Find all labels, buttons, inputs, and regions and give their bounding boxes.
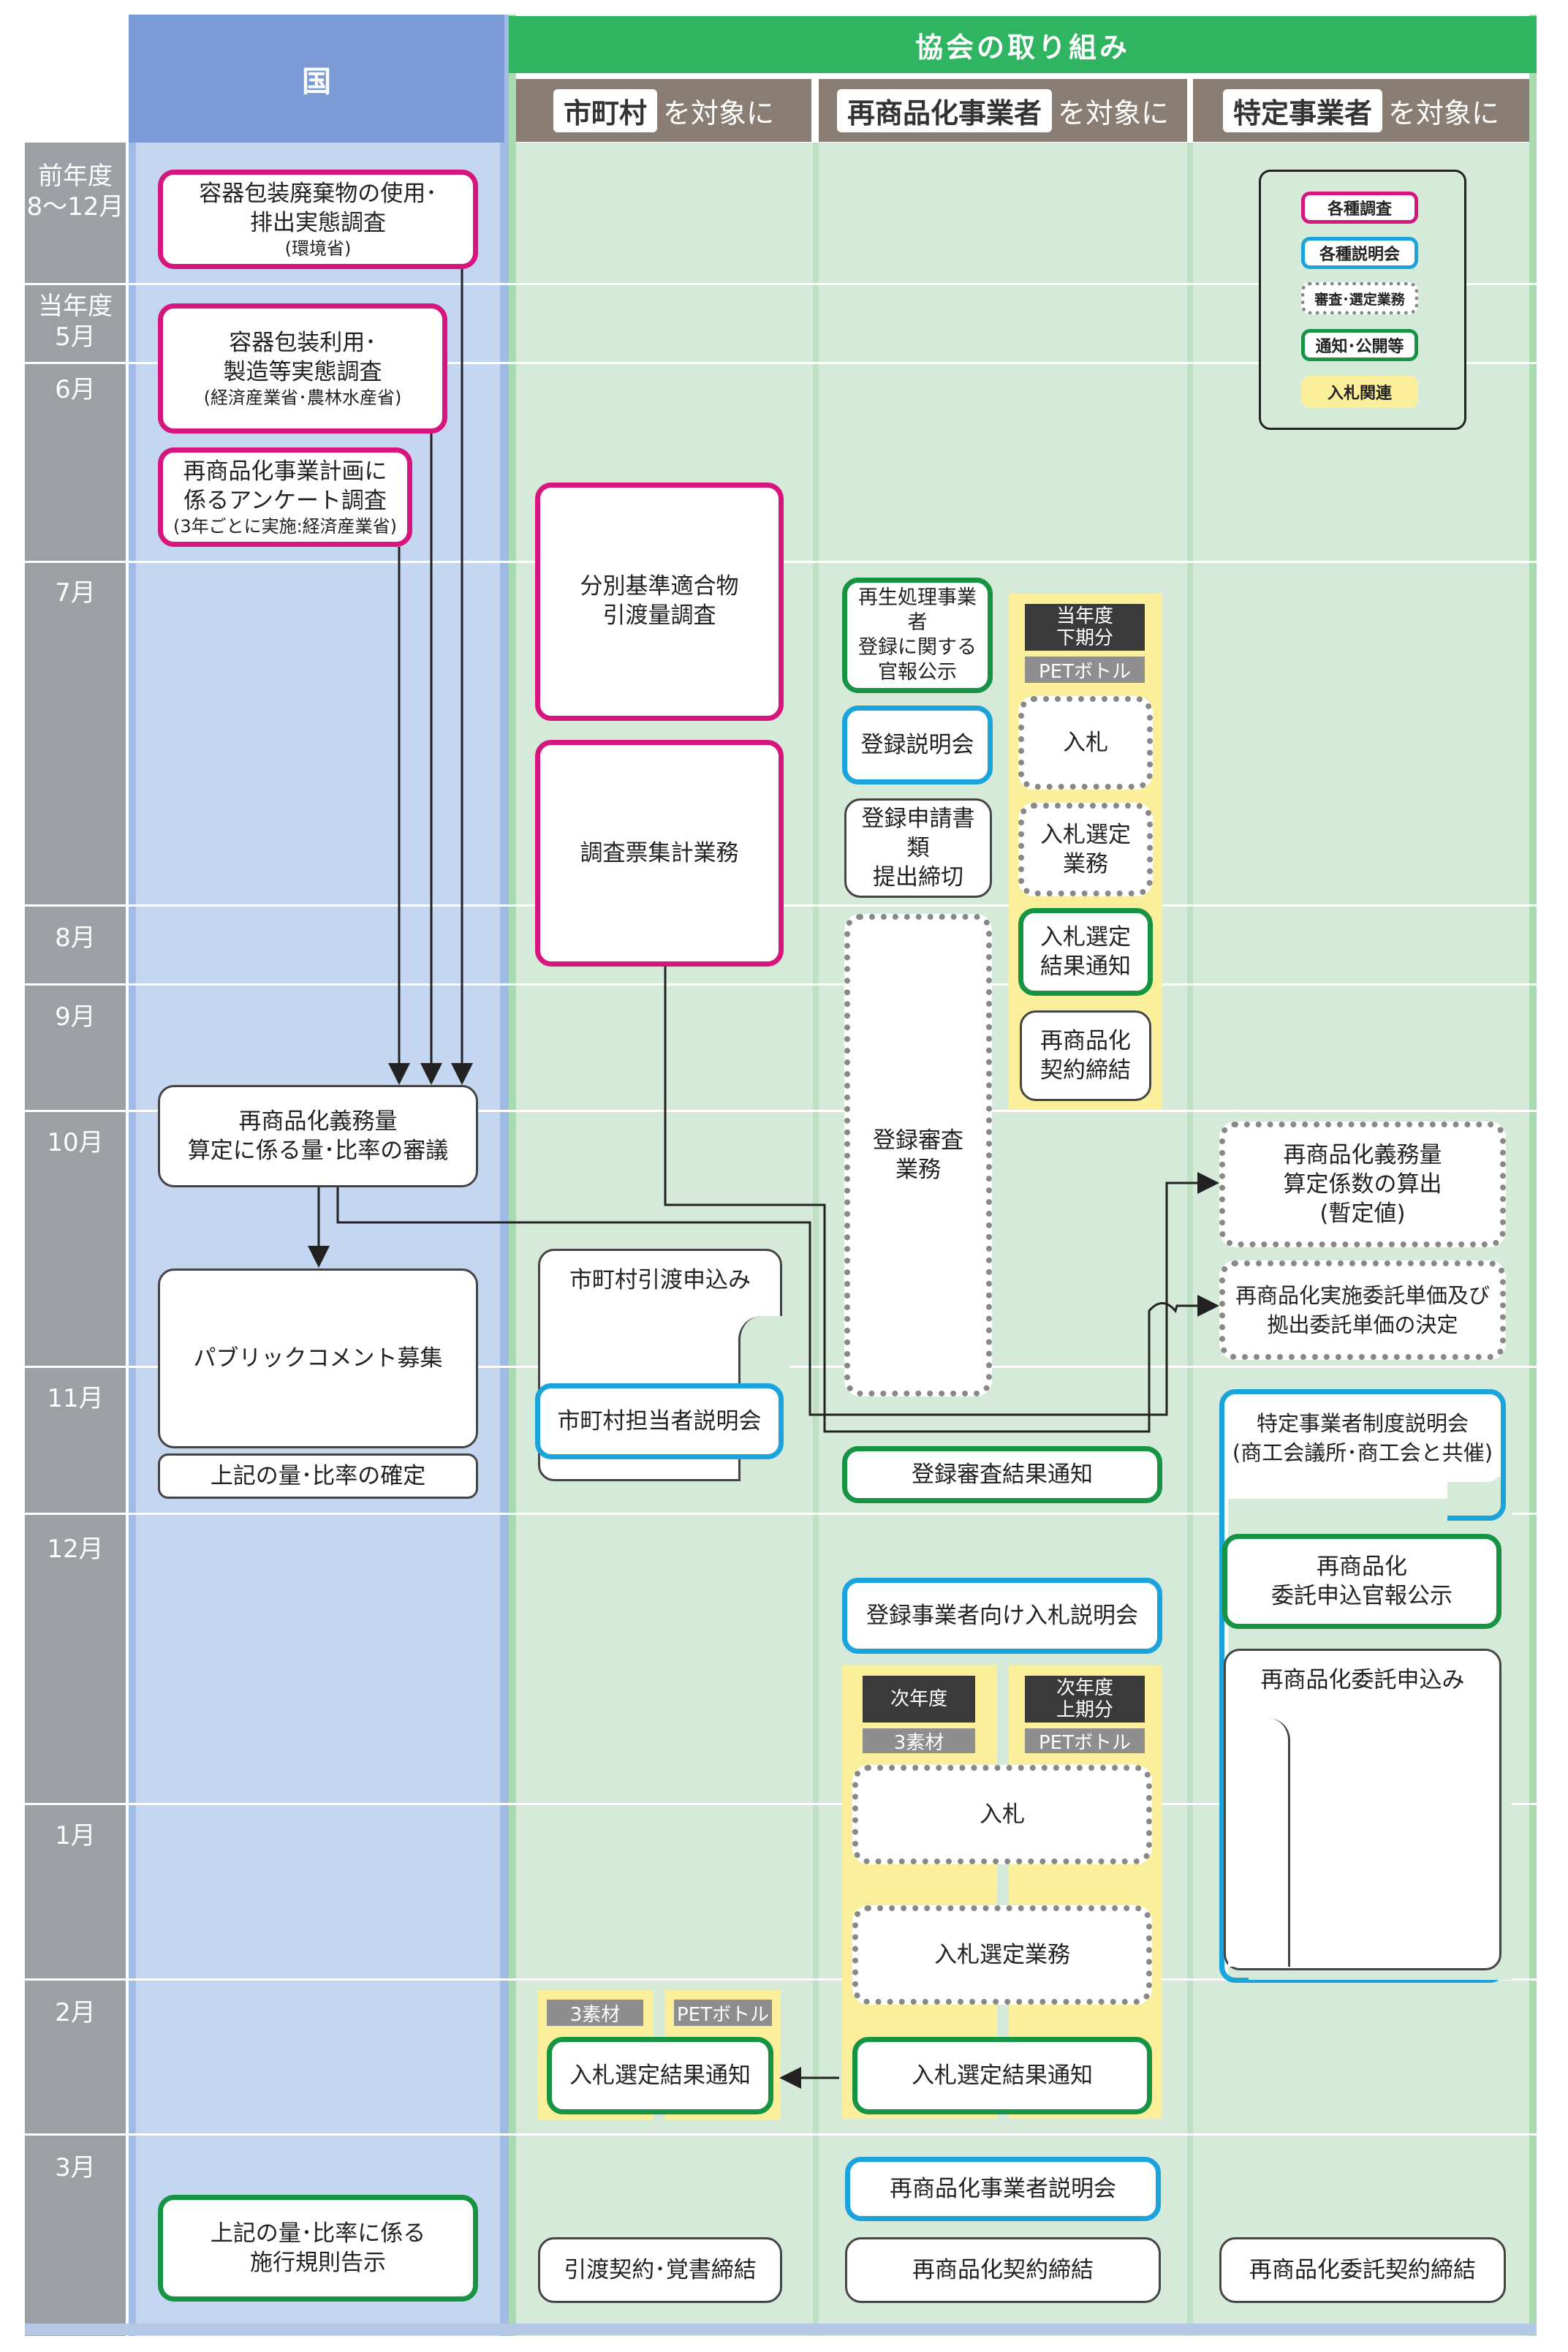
assoc-left-edge bbox=[509, 15, 516, 2336]
month-column-bg bbox=[25, 143, 126, 2336]
specified-bracket-leftline bbox=[1219, 1491, 1249, 1983]
row-separator bbox=[25, 2133, 1537, 2136]
national-left-edge bbox=[129, 15, 136, 2336]
municipal-aggregation: 調査票集計業務 bbox=[535, 740, 784, 967]
subheader-specified: 特定事業者を対象に bbox=[1193, 79, 1529, 142]
legend-bid: 入札関連 bbox=[1301, 376, 1418, 408]
subheader-tag: 再商品化事業者 bbox=[836, 88, 1052, 132]
recycler-bid: 入札 bbox=[1018, 696, 1153, 790]
recycler-next-sub-1: 3素材 bbox=[863, 1728, 975, 1754]
recycler-small-contract: 再商品化 契約締結 bbox=[1020, 1010, 1151, 1101]
month-label: 1月 bbox=[55, 1821, 96, 1850]
subheader-tag: 特定事業者 bbox=[1222, 88, 1382, 132]
legend-notice: 通知･公開等 bbox=[1301, 329, 1418, 361]
legend-survey: 各種調査 bbox=[1301, 192, 1418, 224]
specified-unit-price: 再商品化実施委託単価及び 拠出委託単価の決定 bbox=[1219, 1260, 1506, 1360]
recycler-next-sub-2: PETボトル bbox=[1025, 1728, 1145, 1754]
recycler-next-tag-2: 次年度 上期分 bbox=[1025, 1676, 1145, 1723]
recycler-bid-briefing[interactable]: 登録事業者向け入札説明会 bbox=[842, 1578, 1162, 1654]
national-header-label: 国 bbox=[302, 64, 331, 99]
row-separator bbox=[25, 362, 1537, 364]
municipal-tag-3materials: 3素材 bbox=[547, 2000, 643, 2026]
national-right-edge bbox=[500, 15, 509, 2336]
specified-contract: 再商品化委託契約締結 bbox=[1219, 2237, 1506, 2303]
row-separator bbox=[25, 1803, 1537, 1805]
subheader-suffix: を対象に bbox=[663, 97, 775, 129]
row-separator bbox=[25, 1978, 1537, 1981]
recycler-bid-2: 入札 bbox=[852, 1765, 1152, 1864]
specified-bracket-connector bbox=[1447, 1477, 1506, 1521]
month-label: 8月 bbox=[55, 923, 96, 953]
recycler-deadline: 登録申請書類 提出締切 bbox=[844, 798, 992, 898]
recycler-review: 登録審査 業務 bbox=[844, 914, 992, 1396]
national-survey-plan: 再商品化事業計画に 係るアンケート調査 (3年ごとに実施:経済産業省) bbox=[158, 447, 412, 547]
row-separator bbox=[25, 983, 1537, 986]
subheader-tag: 市町村 bbox=[553, 88, 657, 132]
month-label: 10月 bbox=[47, 1128, 104, 1157]
municipal-bid-result: 入札選定結果通知 bbox=[547, 2037, 773, 2114]
row-separator bbox=[25, 283, 1537, 285]
recycler-current-tag: 当年度 下期分 bbox=[1025, 604, 1145, 651]
national-header: 国 bbox=[129, 15, 504, 143]
subheader-recycler: 再商品化事業者を対象に bbox=[819, 79, 1187, 142]
association-header-label: 協会の取り組み bbox=[914, 31, 1130, 64]
municipal-contract: 引渡契約･覚書締結 bbox=[538, 2237, 782, 2303]
divider-1 bbox=[813, 143, 819, 2336]
national-notice: 上記の量･比率に係る 施行規則告示 bbox=[158, 2195, 478, 2302]
subheader-municipal: 市町村を対象に bbox=[516, 79, 811, 142]
municipal-tag-pet: PETボトル bbox=[674, 2000, 772, 2026]
legend-briefing: 各種説明会 bbox=[1301, 237, 1418, 269]
recycler-selection: 入札選定 業務 bbox=[1018, 803, 1153, 896]
legend-review: 審査･選定業務 bbox=[1301, 282, 1418, 314]
national-survey-waste: 容器包装廃棄物の使用･ 排出実態調査 (環境省) bbox=[158, 170, 478, 269]
month-label: 2月 bbox=[55, 1998, 96, 2027]
recycler-review-result: 登録審査結果通知 bbox=[842, 1446, 1162, 1503]
subheader-suffix: を対象に bbox=[1058, 97, 1170, 129]
subheader-suffix: を対象に bbox=[1388, 97, 1500, 129]
assoc-right-edge bbox=[1529, 15, 1537, 2336]
recycler-selection-2: 入札選定業務 bbox=[852, 1905, 1152, 2005]
national-survey-usage: 容器包装利用･ 製造等実態調査 (経済産業省･農林水産省) bbox=[158, 303, 447, 434]
month-label: 12月 bbox=[47, 1535, 104, 1564]
month-label: 9月 bbox=[55, 1002, 96, 1032]
municipal-survey: 分別基準適合物 引渡量調査 bbox=[535, 483, 784, 721]
row-separator bbox=[25, 1513, 1537, 1515]
recycler-briefing[interactable]: 再商品化事業者説明会 bbox=[845, 2157, 1161, 2221]
municipal-briefing[interactable]: 市町村担当者説明会 bbox=[535, 1383, 784, 1459]
association-header: 協会の取り組み bbox=[509, 16, 1537, 73]
specified-application-notch bbox=[1228, 1718, 1290, 1967]
recycler-contract: 再商品化契約締結 bbox=[845, 2237, 1161, 2303]
month-label: 7月 bbox=[55, 578, 96, 608]
divider-2 bbox=[1187, 143, 1193, 2336]
month-label: 11月 bbox=[47, 1384, 104, 1413]
specified-system-briefing[interactable]: 特定事業者制度説明会 (商工会議所･商工会と共催) bbox=[1224, 1394, 1501, 1482]
bottom-band bbox=[25, 2323, 1537, 2335]
month-label: 6月 bbox=[55, 375, 96, 404]
month-label: 3月 bbox=[55, 2153, 96, 2182]
national-public-comment: パブリックコメント募集 bbox=[158, 1268, 478, 1448]
recycler-next-tag-1: 次年度 bbox=[863, 1676, 975, 1723]
specified-calc: 再商品化義務量 算定係数の算出 (暫定値) bbox=[1219, 1122, 1506, 1247]
national-confirm: 上記の量･比率の確定 bbox=[158, 1453, 478, 1499]
recycler-selection-result: 入札選定 結果通知 bbox=[1018, 908, 1153, 996]
national-deliberation: 再商品化義務量 算定に係る量･比率の審議 bbox=[158, 1085, 478, 1187]
recycler-reg-briefing[interactable]: 登録説明会 bbox=[842, 706, 993, 784]
specified-gazette: 再商品化 委託申込官報公示 bbox=[1222, 1534, 1501, 1629]
recycler-current-pet-tag: PETボトル bbox=[1025, 657, 1145, 683]
recycler-bid-result-2: 入札選定結果通知 bbox=[852, 2037, 1152, 2114]
recycler-gazette: 再生処理事業者 登録に関する 官報公示 bbox=[842, 578, 993, 693]
